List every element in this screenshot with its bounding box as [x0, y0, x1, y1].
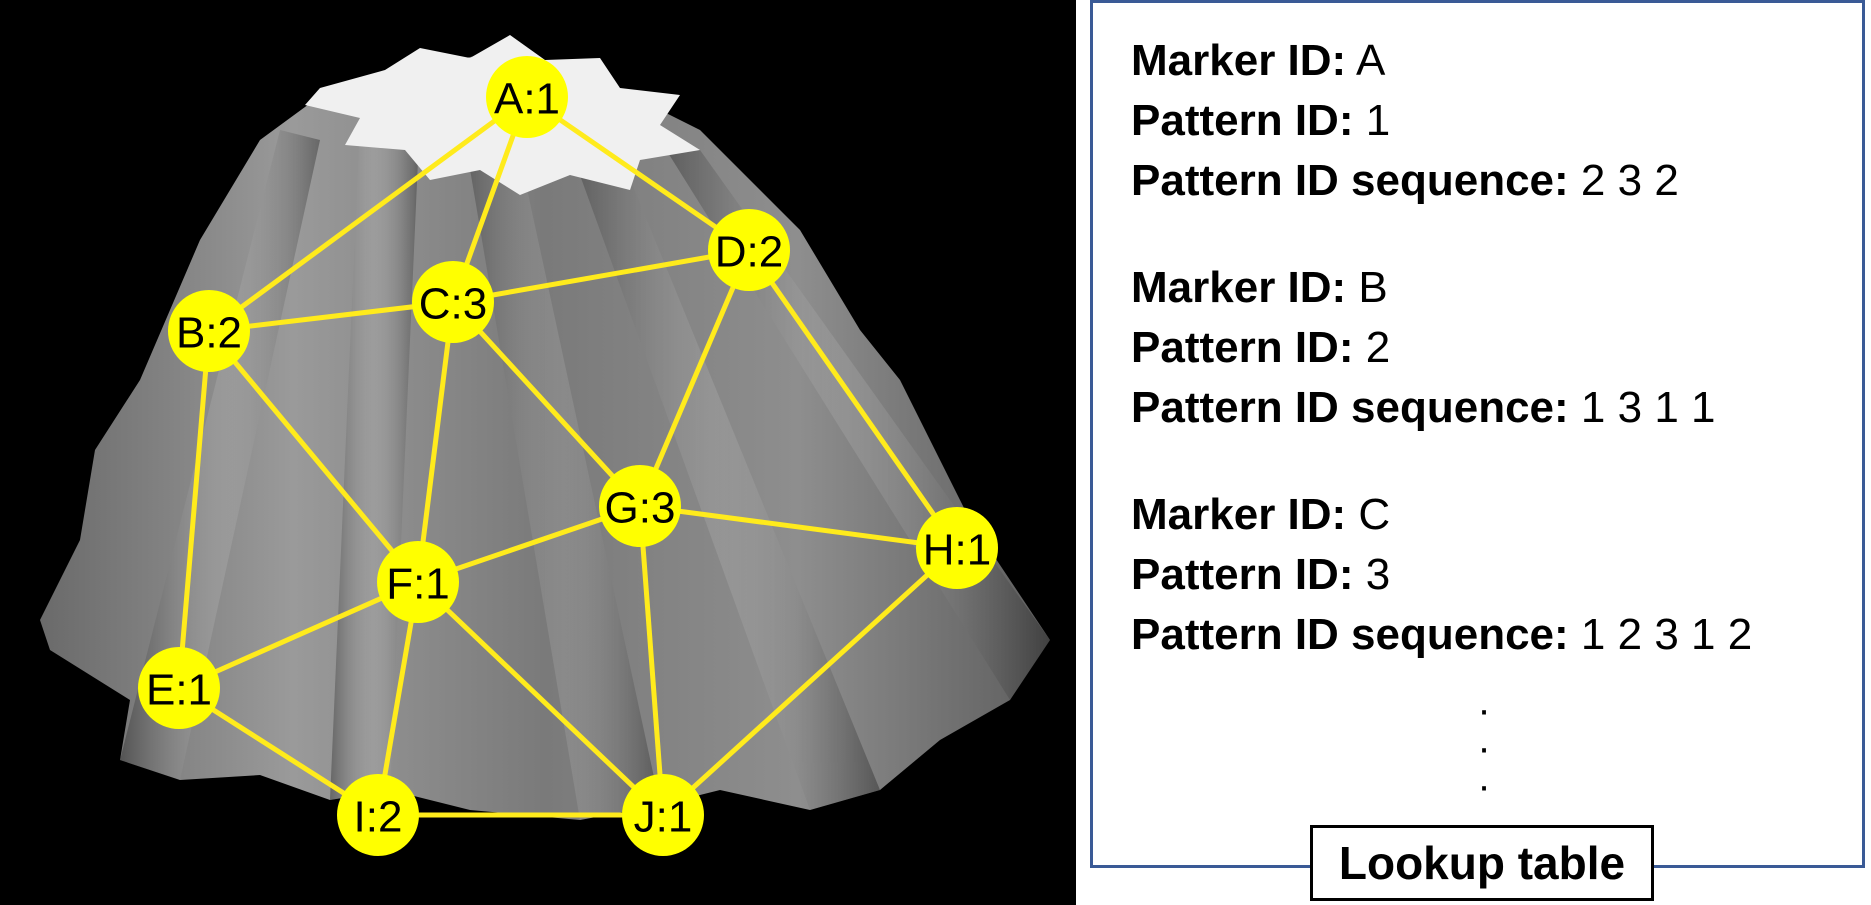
pattern-id-value: 3	[1365, 550, 1391, 599]
marker-circle	[168, 290, 250, 372]
lookup-entry-c: Marker ID: C Pattern ID: 3 Pattern ID se…	[1131, 485, 1752, 665]
marker-circle	[412, 261, 494, 343]
pattern-id-value: 1	[1365, 96, 1391, 145]
marker-node-a: A:1	[486, 56, 568, 138]
marker-id-value: B	[1358, 263, 1388, 312]
edge-c-f	[415, 301, 456, 583]
marker-label: D:2	[715, 228, 783, 277]
marker-circle	[599, 465, 681, 547]
pattern-id-label: Pattern ID:	[1131, 323, 1354, 372]
marker-graph: A:1B:2 C:3 D:2E:1 F:1 G:3H:1I:2 J:1	[40, 35, 1050, 856]
marker-circle	[708, 209, 790, 291]
edge-h-j	[661, 546, 959, 817]
edge-g-j	[637, 505, 666, 816]
pattern-sequence-label: Pattern ID sequence:	[1131, 383, 1569, 432]
edge-e-f	[177, 579, 420, 691]
edge-g-h	[639, 503, 958, 551]
ellipsis-dot: ·	[1477, 764, 1491, 808]
edge-c-d	[452, 247, 750, 305]
ellipsis-dot: ·	[1477, 726, 1491, 770]
marker-circle	[138, 647, 220, 729]
marker-label: J:1	[634, 793, 693, 842]
marker-label: I:2	[354, 793, 403, 842]
pattern-sequence-value: 1 2 3 1 2	[1580, 610, 1753, 659]
marker-id-label: Marker ID:	[1131, 36, 1347, 85]
marker-label: B:2	[176, 309, 242, 358]
pattern-sequence-value: 2 3 2	[1580, 156, 1679, 205]
marker-id-label: Marker ID:	[1131, 263, 1347, 312]
marker-circle	[486, 56, 568, 138]
marker-node-h: H:1	[916, 507, 998, 589]
marker-circle	[916, 507, 998, 589]
marker-id-value: C	[1358, 490, 1391, 539]
edge-b-f	[207, 329, 420, 584]
marker-circle	[337, 774, 419, 856]
marker-node-e: E:1	[138, 647, 220, 729]
edge-b-e	[176, 330, 212, 689]
marker-id-label: Marker ID:	[1131, 490, 1347, 539]
marker-label: C:3	[419, 280, 487, 329]
edge-a-d	[525, 94, 751, 253]
marker-label: H:1	[923, 526, 991, 575]
edge-f-j	[416, 580, 665, 817]
marker-node-b: B:2	[168, 290, 250, 372]
edge-d-h	[746, 248, 960, 550]
pattern-sequence-label: Pattern ID sequence:	[1131, 156, 1569, 205]
marker-node-f: F:1	[377, 541, 459, 623]
pattern-sequence-value: 1 3 1 1	[1580, 383, 1716, 432]
marker-label: A:1	[494, 75, 560, 124]
ellipsis-vertical: · · ·	[1477, 688, 1491, 808]
pattern-sequence-label: Pattern ID sequence:	[1131, 610, 1569, 659]
marker-label: F:1	[386, 560, 450, 609]
pattern-id-label: Pattern ID:	[1131, 96, 1354, 145]
marker-node-g: G:3	[599, 465, 681, 547]
marker-circle	[377, 541, 459, 623]
graph-nodes: A:1B:2 C:3 D:2E:1 F:1 G:3H:1I:2 J:1	[138, 56, 998, 856]
marker-node-i: I:2	[337, 774, 419, 856]
marker-id-value: A	[1355, 36, 1386, 85]
marker-node-d: D:2	[708, 209, 790, 291]
edge-c-g	[451, 300, 642, 508]
marker-label: G:3	[605, 484, 676, 533]
marker-node-c: C:3	[412, 261, 494, 343]
pattern-id-value: 2	[1365, 323, 1391, 372]
pattern-id-label: Pattern ID:	[1131, 550, 1354, 599]
lookup-panel: Marker ID: A Pattern ID: 1 Pattern ID se…	[1090, 0, 1865, 868]
marker-label: E:1	[146, 666, 212, 715]
edge-a-b	[207, 94, 529, 334]
lookup-entry-a: Marker ID: A Pattern ID: 1 Pattern ID se…	[1131, 31, 1679, 211]
ellipsis-dot: ·	[1477, 688, 1491, 732]
lookup-table-caption: Lookup table	[1310, 825, 1654, 901]
lookup-entry-b: Marker ID: B Pattern ID: 2 Pattern ID se…	[1131, 258, 1715, 438]
marker-circle	[622, 774, 704, 856]
edge-d-g	[637, 249, 752, 507]
marker-node-j: J:1	[622, 774, 704, 856]
